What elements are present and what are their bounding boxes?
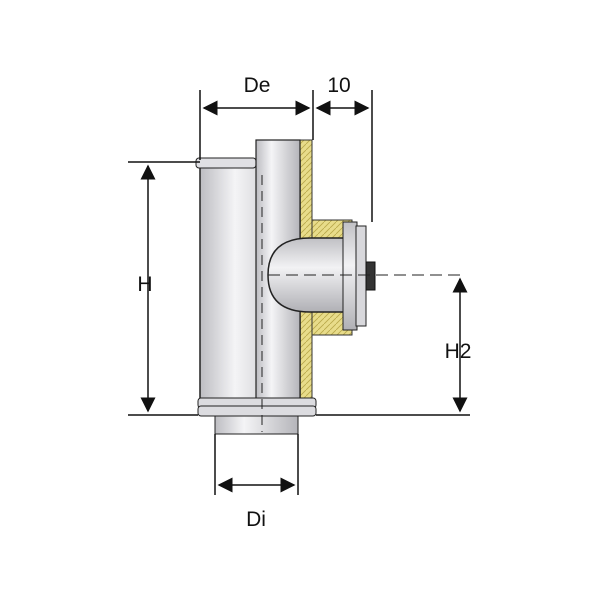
label-di: Di (246, 508, 266, 531)
dimension-lines (128, 90, 470, 495)
label-de: De (244, 74, 271, 97)
label-h2: H2 (445, 340, 472, 363)
label-h: H (137, 273, 152, 296)
branch-cap (365, 261, 376, 291)
label-offset: 10 (327, 74, 350, 97)
